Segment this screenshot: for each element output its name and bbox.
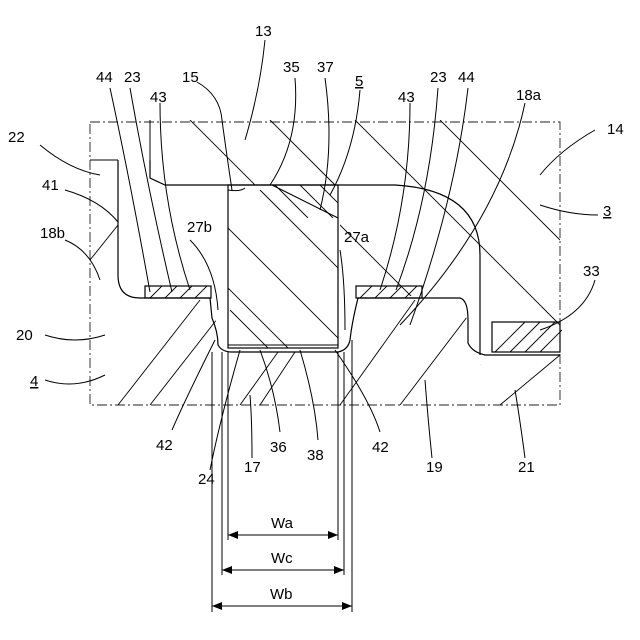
label-38: 38 (307, 447, 324, 464)
label-41: 41 (42, 177, 59, 194)
label-44-right: 44 (458, 69, 475, 86)
label-42-right: 42 (372, 439, 389, 456)
label-27a: 27a (344, 229, 370, 246)
label-wb: Wb (270, 586, 293, 603)
label-23-left: 23 (124, 69, 141, 86)
dimension-wb (212, 602, 352, 610)
pin-top-chamfer (228, 188, 245, 191)
pin-hatching (200, 190, 340, 360)
label-wc: Wc (271, 550, 293, 567)
label-22: 22 (8, 129, 25, 146)
label-27b: 27b (187, 219, 212, 236)
dimension-wc (222, 566, 344, 574)
leader-lines (40, 40, 598, 470)
label-5: 5 (355, 73, 363, 90)
label-33: 33 (583, 263, 600, 280)
label-18a: 18a (516, 87, 542, 104)
washer-left-hatching (150, 286, 207, 298)
label-23-right: 23 (430, 69, 447, 86)
label-43-right: 43 (398, 89, 415, 106)
label-4: 4 (30, 373, 38, 390)
upper-member-outline (150, 160, 480, 355)
label-20: 20 (16, 327, 33, 344)
label-43-left: 43 (150, 89, 167, 106)
label-14: 14 (607, 121, 624, 138)
pin-cap-hatching (275, 185, 353, 218)
upper-member-hatching (190, 120, 560, 365)
label-19: 19 (426, 459, 443, 476)
label-wa: Wa (271, 515, 294, 532)
label-13: 13 (255, 23, 272, 40)
seal-33-hatching (495, 322, 570, 352)
label-24: 24 (198, 471, 215, 488)
dimension-wa (228, 531, 338, 539)
label-21: 21 (518, 459, 535, 476)
lower-member-outline (118, 160, 560, 355)
label-42-left: 42 (156, 437, 173, 454)
label-44-left: 44 (96, 69, 113, 86)
washer-right-hatching (360, 286, 417, 298)
reference-labels: 13 15 35 37 5 44 23 43 43 23 44 18a 22 1… (8, 23, 624, 603)
label-37: 37 (317, 59, 334, 76)
label-15: 15 (182, 69, 199, 86)
label-17: 17 (244, 459, 261, 476)
label-18b: 18b (40, 225, 65, 242)
label-3: 3 (603, 203, 611, 220)
label-36: 36 (270, 439, 287, 456)
section-boundary (90, 122, 560, 405)
lower-member-hatching (90, 225, 560, 405)
label-35: 35 (283, 59, 300, 76)
